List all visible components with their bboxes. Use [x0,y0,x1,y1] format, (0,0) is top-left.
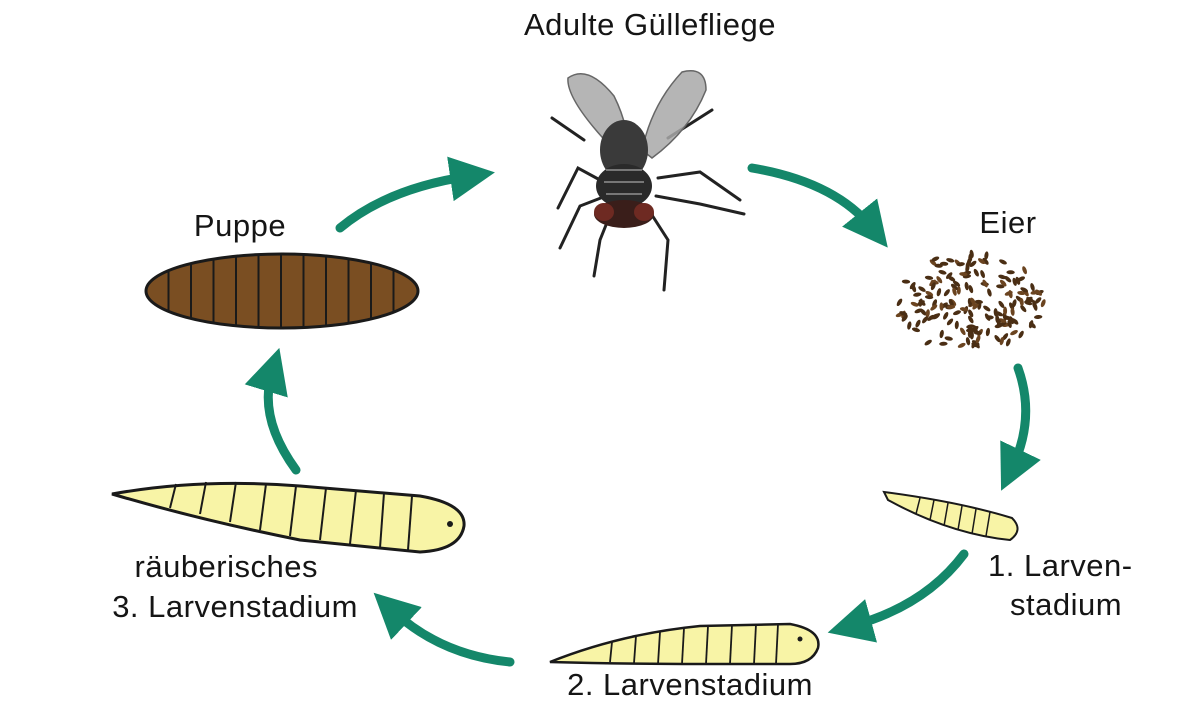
label-larva3-line2: 3. Larvenstadium [0,588,358,626]
egg [939,302,943,311]
egg [936,288,942,297]
egg [943,288,951,297]
egg [1029,283,1035,292]
label-larva3-line1: räuberisches [40,548,318,586]
egg [957,342,966,349]
egg [979,269,986,278]
arrow-larva1-to-larva2 [852,554,964,626]
egg [906,321,912,330]
egg [1017,330,1025,339]
egg [959,327,967,336]
egg [914,319,921,328]
egg [982,304,991,312]
adult-fly-illustration [552,71,744,290]
label-eggs: Eier [948,204,1068,242]
egg [938,269,947,275]
egg [918,298,923,307]
egg [1009,329,1018,336]
egg [925,275,934,280]
egg [985,328,990,337]
eggs-cluster [895,249,1047,349]
egg [998,258,1007,265]
arrow-larva2-to-larva3 [392,610,510,662]
egg [939,342,948,346]
cycle-arrows [268,168,1025,662]
egg [955,321,960,330]
label-adult-fly: Adulte Güllefliege [430,6,870,44]
egg [1034,315,1043,320]
arrow-larva3-to-pupa [268,372,296,470]
egg [986,288,992,297]
egg [913,292,922,297]
pupa-illustration [146,254,418,328]
egg [944,336,953,342]
label-larva1-line2: stadium [1010,586,1122,624]
egg [911,327,920,333]
egg [946,317,955,326]
egg [939,329,945,338]
egg [896,298,904,307]
egg [965,337,971,346]
egg [1006,270,1014,274]
egg [1019,304,1027,313]
label-pupa: Puppe [160,207,320,245]
egg [942,311,949,320]
egg [1021,266,1028,275]
egg [946,257,955,263]
larva-stage-1-illustration [884,492,1018,540]
egg [1005,338,1012,347]
arrow-pupa-to-adult [340,176,470,228]
arrow-adult-to-eggs [752,168,872,228]
label-larva2: 2. Larvenstadium [480,666,900,704]
arrow-eggs-to-larva1 [1012,368,1026,468]
egg [924,339,933,347]
egg [952,309,961,316]
egg [973,268,980,277]
larva-stage-2-illustration [550,624,818,664]
larva-stage-3-illustration [112,482,464,552]
label-larva1-line1: 1. Larven- [988,547,1133,585]
egg [964,282,969,291]
egg [902,279,911,283]
egg [917,285,926,293]
